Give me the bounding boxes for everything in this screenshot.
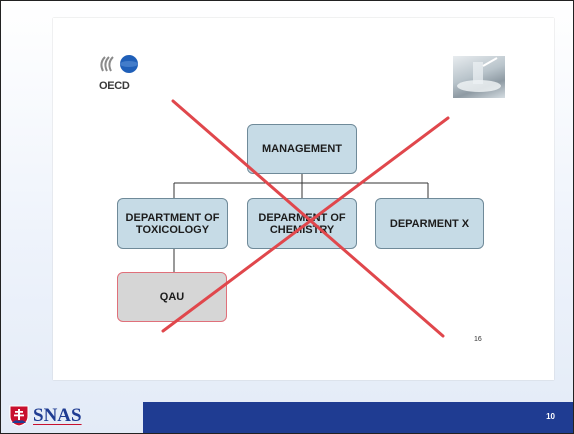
snas-logo: SNAS (9, 405, 82, 427)
slovak-shield-icon (9, 405, 29, 427)
chemistry-label: DEPARMENT OF CHEMISTRY (258, 212, 345, 236)
footer-bar: 10 (143, 402, 573, 433)
toxicology-label-line2: TOXICOLOGY (135, 223, 210, 236)
oecd-logo-icon (100, 55, 138, 73)
qau-box: QAU (117, 272, 227, 322)
chemistry-label-line2: CHEMISTRY (269, 223, 335, 236)
chemistry-box: DEPARMENT OF CHEMISTRY (247, 198, 357, 249)
slide-page-number: 16 (474, 336, 482, 343)
footer: SNAS 10 (1, 402, 573, 433)
management-label: MANAGEMENT (261, 143, 343, 155)
dept-x-label: DEPARMENT X (389, 217, 470, 230)
oecd-logo-text: OECD (99, 80, 130, 92)
dept-x-box: DEPARMENT X (375, 198, 484, 249)
chemistry-label-line1: DEPARMENT OF (258, 211, 346, 224)
lab-glassware-image (453, 56, 505, 98)
snas-brand-text: SNAS (33, 405, 82, 426)
toxicology-box: DEPARTMENT OF TOXICOLOGY (117, 198, 228, 249)
toxicology-label-line1: DEPARTMENT OF (125, 211, 220, 224)
toxicology-label: DEPARTMENT OF TOXICOLOGY (126, 212, 220, 236)
footer-page-number: 10 (546, 412, 555, 421)
management-box: MANAGEMENT (247, 124, 357, 174)
qau-label: QAU (159, 291, 185, 303)
embedded-slide: OECD MANAGEMENT DEPARTMENT OF TOXICOLOGY (53, 18, 554, 380)
